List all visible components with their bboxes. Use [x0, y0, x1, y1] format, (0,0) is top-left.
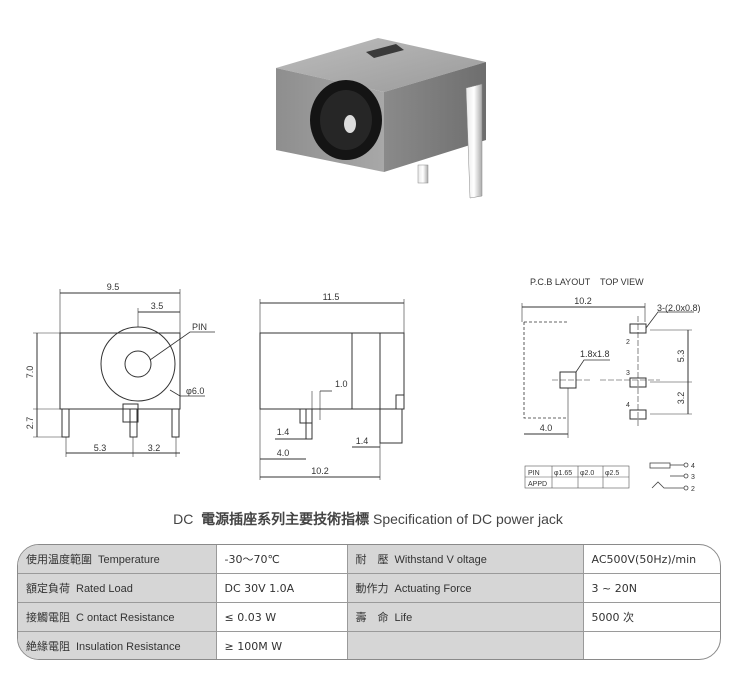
pcb-dim-32: 3.2: [676, 392, 686, 405]
pcb-width: 10.2: [574, 296, 592, 306]
pcb-slot-spec: 3-(2.0x0.8): [657, 303, 701, 313]
spec-value-right: AC500V(50Hz)/min: [582, 545, 720, 574]
side-dim-2: 4.0: [277, 448, 290, 458]
front-height-body: 7.0: [25, 366, 35, 379]
caption-zh: 電源插座系列主要技術指標: [201, 511, 370, 527]
side-total: 10.2: [311, 466, 329, 476]
pin-table-appd: APPD: [528, 481, 547, 488]
spec-value-right: 5000 次: [582, 602, 720, 632]
symbol-4: 4: [691, 463, 695, 470]
pin-table-c2: φ2.0: [580, 470, 594, 477]
side-dim-1: 1.4: [277, 427, 290, 437]
pcb-dim-53: 5.3: [676, 350, 686, 363]
spec-value-left: ≤ 0.03 W: [215, 602, 348, 632]
front-width-total: 9.5: [107, 282, 120, 292]
front-width-part: 3.5: [151, 301, 164, 311]
front-height-pin: 2.7: [25, 417, 35, 430]
side-view-labels: 11.5 1.0 1.4 4.0 1.4 10.2: [277, 292, 369, 476]
pcb-pin-2: 2: [626, 339, 630, 346]
spec-value-right: [582, 631, 720, 659]
spec-value-left: ≥ 100M W: [215, 631, 348, 659]
technical-drawing: 9.5 3.5 PIN 7.0 2.7 φ6.0 5.3 3.2 11.5 1.…: [25, 38, 701, 493]
jack-symbol: [649, 462, 689, 491]
front-width-2: 3.2: [148, 443, 161, 453]
caption-dc: DC: [173, 511, 194, 527]
pcb-pin-3: 3: [626, 370, 630, 377]
pcb-pad-size: 1.8x1.8: [580, 349, 610, 359]
pcb-title: P.C.B LAYOUT: [530, 277, 591, 287]
pcb-labels: P.C.B LAYOUT TOP VIEW 10.2 3-(2.0x0.8) 1…: [530, 277, 701, 433]
pcb-dim-40: 4.0: [540, 423, 553, 433]
pcb-layout: [521, 303, 694, 438]
symbol-3: 3: [691, 474, 695, 481]
spec-caption: DC 電源插座系列主要技術指標 Specification of DC powe…: [0, 509, 736, 529]
jack-symbol-labels: 4 3 2: [691, 463, 695, 493]
pcb-pin-4: 4: [626, 402, 630, 409]
side-length: 11.5: [323, 292, 340, 302]
side-dim-3: 1.4: [356, 436, 369, 446]
front-view: [33, 289, 215, 457]
front-pin-label: PIN: [192, 322, 207, 332]
front-diameter: φ6.0: [186, 386, 204, 396]
pin-table-c3: φ2.5: [605, 470, 619, 477]
side-view: [259, 299, 405, 480]
spec-value-left: DC 30V 1.0A: [215, 573, 348, 603]
pcb-top-view: TOP VIEW: [600, 277, 644, 287]
caption-en: Specification of DC power jack: [373, 511, 563, 527]
side-pin-width: 1.0: [335, 379, 348, 389]
spec-value-left: -30～70℃: [215, 545, 348, 574]
front-width-1: 5.3: [94, 443, 107, 453]
spec-label-right: [346, 631, 584, 659]
symbol-2: 2: [691, 486, 695, 493]
pin-table-pin: PIN: [528, 470, 540, 477]
pin-table: PIN φ1.65 φ2.0 φ2.5 APPD: [524, 465, 630, 489]
pin-table-c1: φ1.65: [554, 470, 572, 477]
spec-value-right: 3 ~ 20N: [582, 573, 720, 603]
front-view-labels: 9.5 3.5 PIN 7.0 2.7 φ6.0 5.3 3.2: [25, 282, 207, 453]
product-render: [276, 38, 486, 199]
